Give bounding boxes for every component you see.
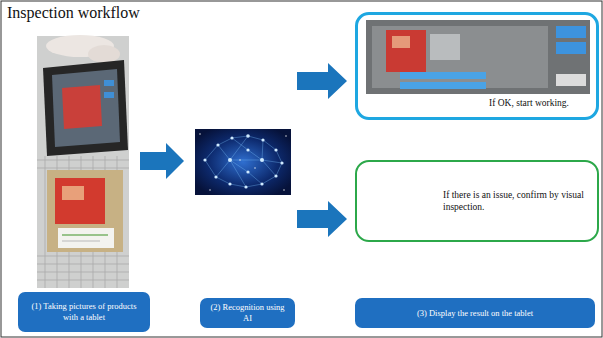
flow-arrow [297,201,347,237]
ai-network-image [195,129,291,195]
node-text: If there is an issue, confirm by visual … [443,189,591,214]
step-label: (3) Display the result on the tablet [355,298,595,328]
node-text: (3) Display the result on the tablet [417,308,533,319]
flow-arrow [140,143,184,179]
slide-title: Inspection workflow [7,4,140,22]
node-text: If OK, start working. [487,98,571,109]
flow-arrow [297,63,347,99]
ok-result-box: If OK, start working. [355,12,599,120]
tablet-photo [37,35,129,288]
tablet-screenshot [366,20,590,94]
step-label: (2) Recognition using AI [200,298,295,328]
step-label: (1) Taking pictures of products with a t… [18,292,150,332]
issue-result-box: If there is an issue, confirm by visual … [355,160,599,242]
node-text: (1) Taking pictures of products with a t… [24,301,144,322]
node-text: (2) Recognition using AI [206,302,289,323]
